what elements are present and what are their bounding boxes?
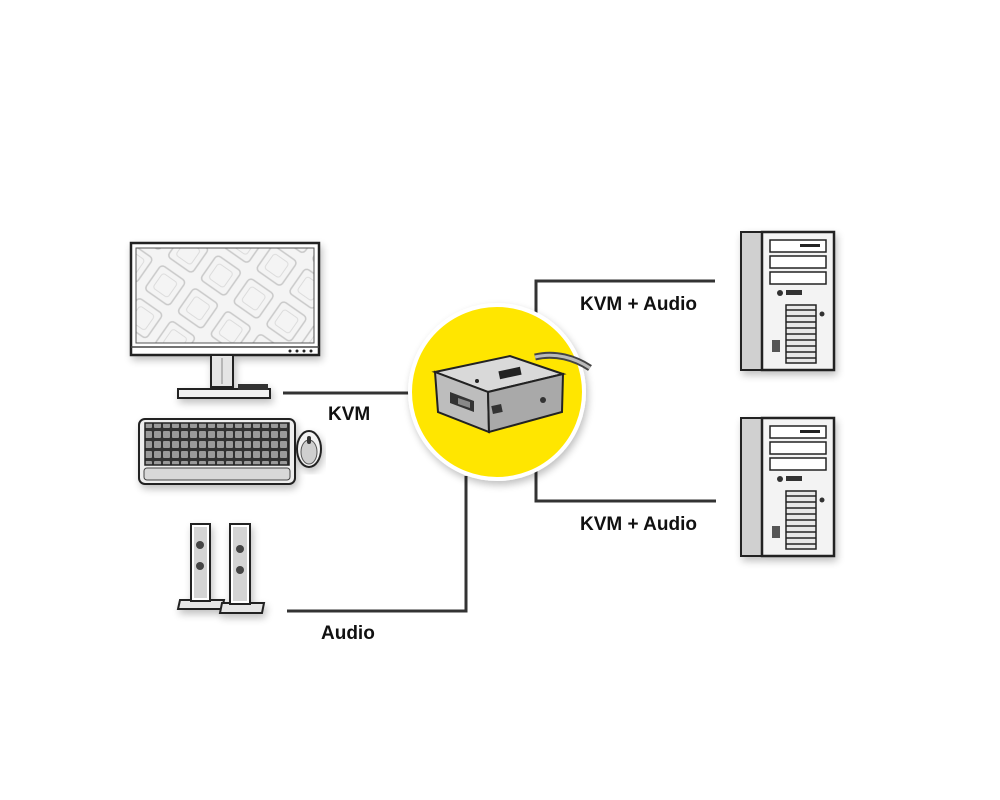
- keyboard-icon: [138, 418, 296, 485]
- monitor-icon: [129, 241, 321, 399]
- pc-tower-1-icon: [740, 230, 836, 372]
- label-pc1-connection: KVM + Audio: [580, 294, 697, 315]
- line-audio: [287, 476, 468, 613]
- speaker-right-icon: [218, 523, 266, 614]
- line-pc2: [534, 460, 716, 503]
- label-kvm: KVM: [328, 404, 371, 425]
- label-audio: Audio: [321, 623, 375, 644]
- kvm-switch-icon: [431, 351, 592, 434]
- mouse-icon: [296, 430, 322, 468]
- kvm-switch-highlight: [408, 303, 592, 481]
- label-pc2-connection: KVM + Audio: [580, 514, 697, 535]
- speaker-left-icon: [176, 523, 226, 610]
- pc-tower-2-icon: [740, 416, 836, 558]
- speakers-icon: [176, 523, 266, 614]
